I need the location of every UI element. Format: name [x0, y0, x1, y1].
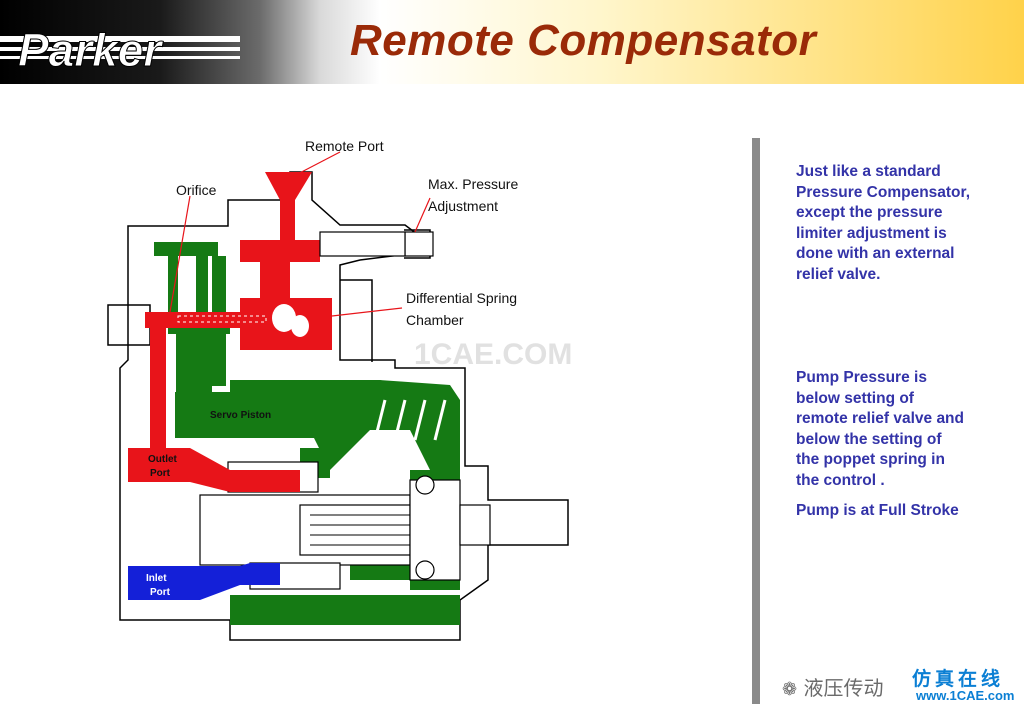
- description-paragraph-1: Just like a standard Pressure Compensato…: [796, 163, 971, 283]
- max-pressure-label-line1: Max. Pressure: [428, 176, 518, 192]
- rotating-group: [199, 461, 491, 590]
- diff-spring-label-line1: Differential Spring: [406, 290, 517, 306]
- pump-cross-section-diagram: Remote Port Orifice Max. Pressure Adjust…: [107, 138, 569, 641]
- spline-lines: [310, 514, 410, 546]
- parker-logo-text: Parker: [18, 24, 163, 76]
- inlet-port-label-line1: Inlet: [146, 573, 167, 584]
- slide-title: Remote Compensator: [350, 16, 817, 65]
- full-stroke-note: Pump is at Full Stroke: [796, 502, 959, 519]
- orifice-leader: [169, 195, 191, 313]
- vertical-divider: [752, 138, 760, 704]
- inlet-region: [128, 563, 280, 600]
- spring-chamber-detail: [177, 304, 309, 337]
- inlet-port-label-line2: Port: [150, 587, 171, 598]
- servo-piston-label: Servo Piston: [210, 410, 271, 421]
- max-pressure-leader: [414, 197, 431, 233]
- leader-lines: [169, 151, 431, 317]
- remote-port-leader: [289, 151, 341, 179]
- parker-logo: Parker: [0, 24, 240, 77]
- center-watermark: 1CAE.COM: [414, 338, 573, 371]
- max-pressure-adjuster: [319, 231, 434, 257]
- description-paragraph-2: Pump Pressure is below setting of remote…: [796, 369, 964, 489]
- wechat-watermark-text: 液压传动: [803, 676, 884, 700]
- site-watermark-cn: 仿真在线: [912, 668, 1005, 690]
- site-watermark-url: www.1CAE.com: [916, 688, 1015, 703]
- wechat-watermark: ❁ 液压传动: [782, 672, 883, 701]
- outlet-port-label-line1: Outlet: [148, 454, 178, 465]
- diff-spring-label-line2: Chamber: [406, 312, 464, 328]
- diff-spring-leader: [331, 307, 403, 317]
- wechat-icon: ❁: [782, 679, 798, 700]
- outlet-port-label-line2: Port: [150, 468, 171, 479]
- orifice-label: Orifice: [176, 182, 217, 198]
- remote-port-label: Remote Port: [305, 138, 384, 154]
- max-pressure-label-line2: Adjustment: [428, 198, 498, 214]
- swash-plate-lines: [373, 399, 447, 441]
